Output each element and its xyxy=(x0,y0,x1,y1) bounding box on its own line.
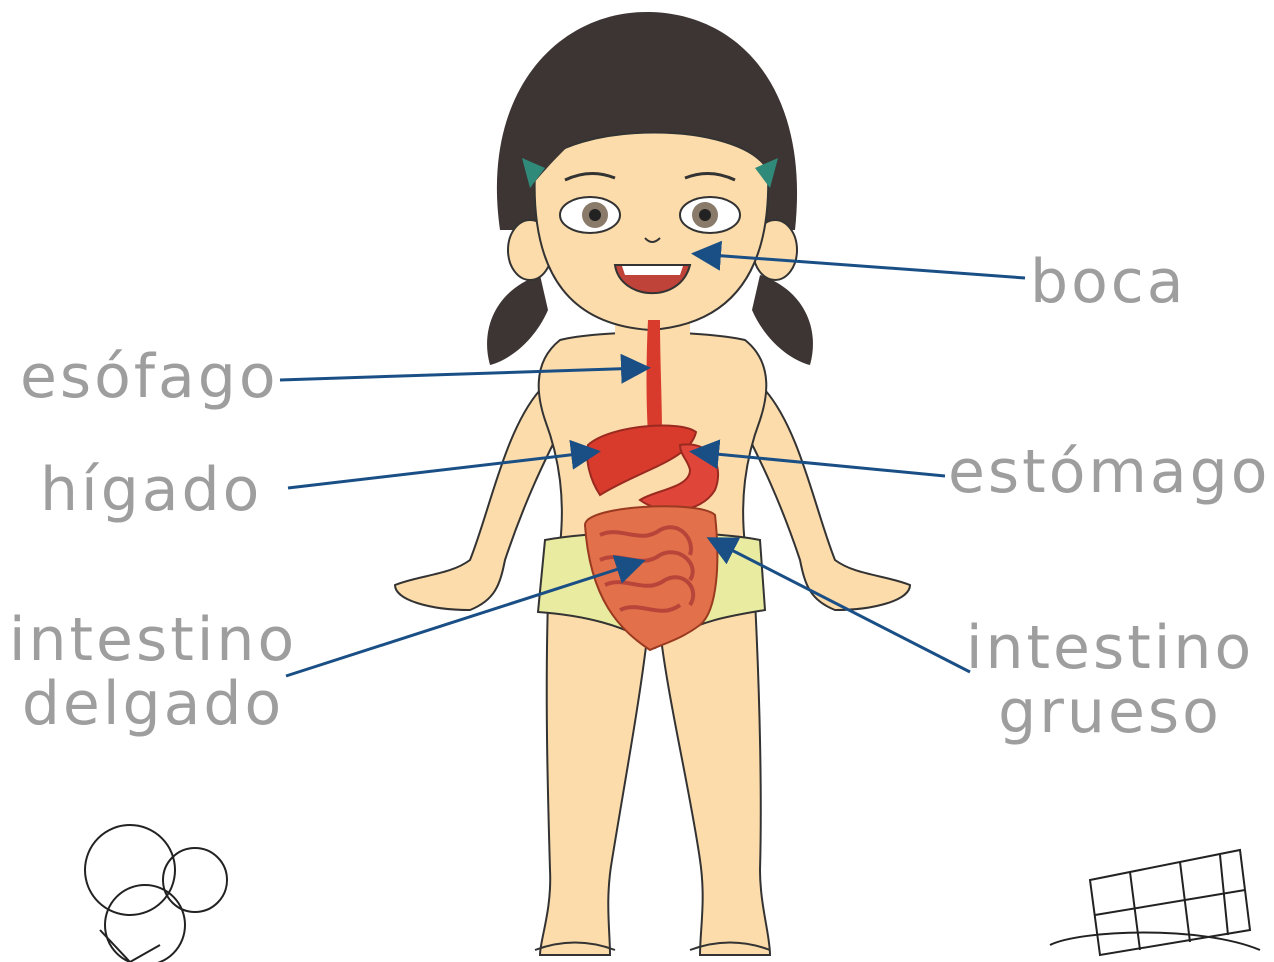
label-intestino-delgado-line1: intestino xyxy=(8,608,298,672)
label-estomago: estómago xyxy=(948,440,1270,504)
label-boca: boca xyxy=(1030,250,1187,314)
chocolate-bar-sketch xyxy=(1050,850,1260,955)
pointer-higado xyxy=(288,452,595,488)
right-leg xyxy=(660,600,770,955)
esophagus xyxy=(647,320,663,435)
child-figure xyxy=(395,12,910,955)
left-pigtail xyxy=(487,275,548,365)
face xyxy=(535,133,769,331)
label-intestino-grueso-line1: intestino xyxy=(965,616,1255,680)
right-eye xyxy=(680,197,740,233)
right-pigtail xyxy=(752,275,813,365)
left-eye xyxy=(560,197,620,233)
right-arm xyxy=(745,390,910,610)
label-intestino-grueso: intestino grueso xyxy=(965,616,1255,744)
label-intestino-delgado: intestino delgado xyxy=(8,608,298,736)
left-arm xyxy=(395,390,560,610)
ice-cream-sketch xyxy=(85,825,227,962)
label-higado: hígado xyxy=(40,458,262,522)
label-intestino-grueso-line2: grueso xyxy=(965,680,1255,744)
left-leg xyxy=(540,600,648,955)
label-intestino-delgado-line2: delgado xyxy=(8,672,298,736)
label-esofago: esófago xyxy=(20,345,279,409)
